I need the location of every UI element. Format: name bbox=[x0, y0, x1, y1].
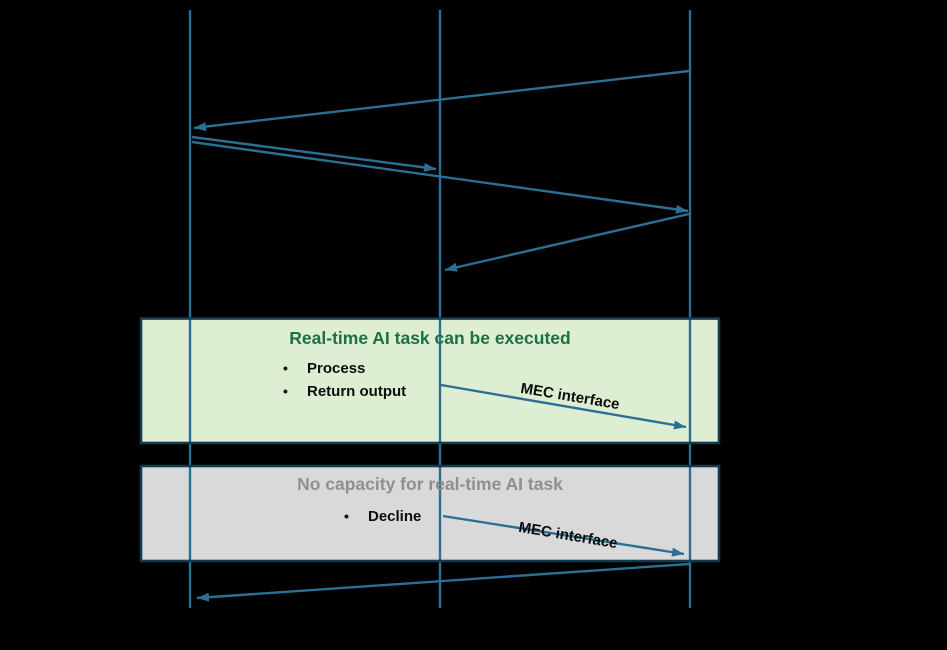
list-item: • Process bbox=[283, 357, 406, 380]
list-item: • Return output bbox=[283, 380, 406, 403]
message-arrow-final-right-to-left bbox=[196, 562, 690, 602]
bullet-label-return-output: Return output bbox=[307, 383, 407, 400]
green-highlight-box-border bbox=[139, 317, 721, 445]
mec-interface-arrow-gray bbox=[442, 514, 685, 557]
bullet-label-process: Process bbox=[307, 360, 366, 377]
gray-box-title: No capacity for real-time AI task bbox=[297, 474, 563, 494]
mec-interface-arrow-green bbox=[440, 383, 687, 430]
green-box-bullet-list: • Process • Return output bbox=[283, 357, 406, 403]
gray-box-bullet-list: • Decline bbox=[344, 505, 421, 528]
bullet-icon: • bbox=[283, 383, 288, 399]
bullet-icon: • bbox=[283, 360, 288, 376]
message-arrow-right-to-middle bbox=[444, 212, 690, 272]
green-highlight-box-fill bbox=[141, 318, 719, 443]
message-arrow-right-to-left-1 bbox=[193, 69, 690, 132]
message-arrow-left-to-middle bbox=[191, 135, 437, 172]
message-arrow-left-to-right bbox=[191, 140, 689, 214]
bullet-label-decline: Decline bbox=[368, 508, 422, 525]
bullet-icon: • bbox=[344, 508, 349, 524]
gray-highlight-box-border bbox=[139, 464, 721, 563]
list-item: • Decline bbox=[344, 505, 421, 528]
green-box-title: Real-time AI task can be executed bbox=[289, 328, 571, 348]
